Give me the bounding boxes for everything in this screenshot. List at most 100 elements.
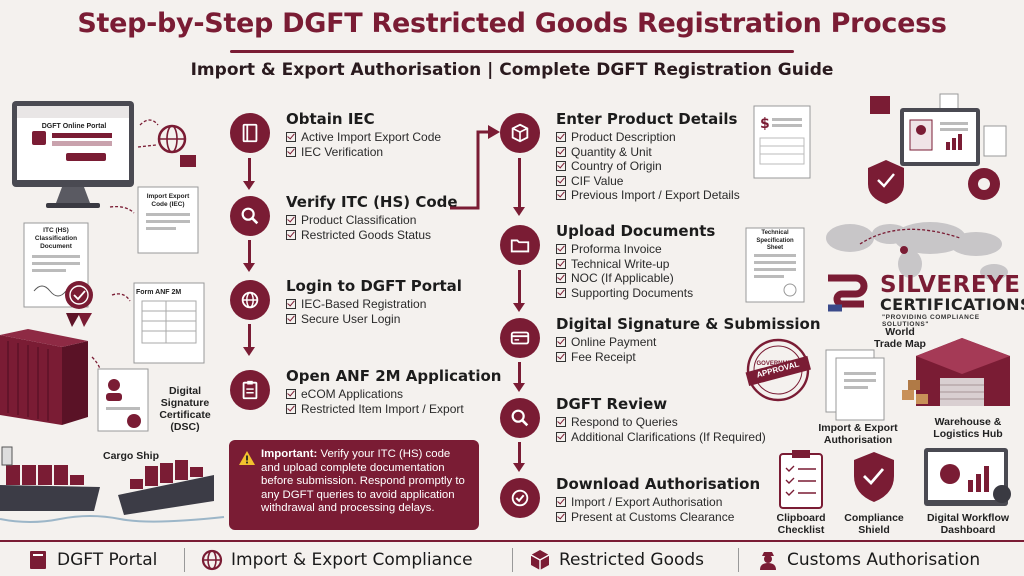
- cargo-ship-label: Cargo Ship: [102, 450, 159, 462]
- itc-doc-label: ITC (HS) Classification Document: [34, 227, 78, 250]
- step-title: DGFT Review: [556, 395, 668, 413]
- checkbox-icon: [556, 511, 566, 522]
- warning-icon: [239, 451, 255, 465]
- dashboard-label: Digital Workflow Dashboard: [926, 512, 1010, 536]
- step-item: IEC Verification: [286, 145, 526, 160]
- step-title: Obtain IEC: [286, 110, 375, 128]
- step-title: Open ANF 2M Application: [286, 367, 502, 385]
- footer-item-dgft-portal: DGFT Portal: [26, 548, 157, 572]
- step-item: Additional Clarifications (If Required): [556, 430, 796, 445]
- box-icon: [500, 113, 540, 153]
- checkbox-icon: [286, 132, 296, 143]
- arrow-down: [243, 158, 255, 190]
- checkbox-icon: [556, 337, 566, 348]
- footer-bar: DGFT Portal Import & Export Compliance R…: [0, 540, 1024, 576]
- step-item: NOC (If Applicable): [556, 271, 796, 286]
- portal-screen-label: DGFT Online Portal: [41, 123, 107, 130]
- note-label: Important:: [261, 448, 318, 460]
- step-item: Proforma Invoice: [556, 242, 796, 257]
- footer-item-customs: Customs Authorisation: [756, 548, 980, 572]
- logo-tagline: "PROVIDING COMPLIANCE SOLUTIONS": [882, 314, 980, 328]
- footer-item-compliance: Import & Export Compliance: [200, 548, 473, 572]
- checkbox-icon: [556, 146, 566, 157]
- magnifier-icon: [230, 196, 270, 236]
- left-illustrations: DGFT Online Portal Import Export Code (I…: [0, 95, 225, 535]
- magnifier-icon: [500, 398, 540, 438]
- clipboard-label: Clipboard Checklist: [776, 512, 826, 536]
- checkbox-icon: [556, 190, 566, 201]
- step-item: Active Import Export Code: [286, 130, 526, 145]
- step-item: Technical Write-up: [556, 257, 796, 272]
- checkbox-icon: [286, 299, 296, 310]
- checkbox-icon: [556, 417, 566, 428]
- box-icon: [530, 550, 550, 570]
- checkbox-icon: [556, 497, 566, 508]
- title-divider: [230, 50, 794, 53]
- step-item: CIF Value: [556, 174, 796, 189]
- step-title: Enter Product Details: [556, 110, 738, 128]
- step-item: Import / Export Authorisation: [556, 495, 796, 510]
- page-subtitle: Import & Export Authorisation | Complete…: [190, 60, 834, 80]
- step-item: Present at Customs Clearance: [556, 510, 796, 525]
- globe-icon: [201, 549, 223, 571]
- checkbox-icon: [286, 146, 296, 157]
- step-item: Fee Receipt: [556, 350, 796, 365]
- globe-icon: [230, 280, 270, 320]
- checkbox-icon: [286, 229, 296, 240]
- note-text: Verify your ITC (HS) code and upload com…: [261, 448, 465, 514]
- step-item: eCOM Applications: [286, 387, 526, 402]
- anf-doc-label: Form ANF 2M: [136, 289, 182, 296]
- footer-divider: [738, 548, 739, 572]
- dsc-label: Digital Signature Certificate (DSC): [159, 385, 211, 433]
- check-circle-icon: [500, 478, 540, 518]
- checkbox-icon: [556, 351, 566, 362]
- step-item: Secure User Login: [286, 312, 526, 327]
- step-item: Quantity & Unit: [556, 145, 796, 160]
- logo-sub: CERTIFICATIONS: [880, 295, 1024, 314]
- step-title: Upload Documents: [556, 222, 716, 240]
- footer-divider: [184, 548, 185, 572]
- arrow-down: [513, 362, 525, 392]
- step-item: Supporting Documents: [556, 286, 796, 301]
- folder-icon: [500, 225, 540, 265]
- step-item: Restricted Item Import / Export: [286, 402, 526, 417]
- right-illustration-art: $: [745, 93, 1011, 509]
- card-icon: [500, 318, 540, 358]
- arrow-down: [513, 158, 525, 216]
- clipboard-icon: [230, 370, 270, 410]
- step-title: Download Authorisation: [556, 475, 761, 493]
- dgft-portal-monitor-illustration: [0, 101, 225, 523]
- footer-divider: [512, 548, 513, 572]
- arrow-down: [243, 240, 255, 272]
- warehouse-label: Warehouse & Logistics Hub: [933, 416, 1003, 440]
- checkbox-icon: [286, 215, 296, 226]
- step-title: Digital Signature & Submission: [556, 315, 821, 333]
- checkbox-icon: [286, 313, 296, 324]
- step-item: Product Classification: [286, 213, 526, 228]
- checkbox-icon: [286, 403, 296, 414]
- checkbox-icon: [556, 431, 566, 442]
- step-item: Respond to Queries: [556, 415, 796, 430]
- iec-doc-label: Import Export Code (IEC): [146, 193, 190, 208]
- right-illustrations: $: [740, 88, 1024, 538]
- checkbox-icon: [556, 244, 566, 255]
- book-icon: [30, 551, 46, 569]
- step-item: Restricted Goods Status: [286, 228, 526, 243]
- connector-arrow: [450, 125, 500, 210]
- checkbox-icon: [556, 161, 566, 172]
- page-title: Step-by-Step DGFT Restricted Goods Regis…: [77, 8, 947, 39]
- world-map-label: World Trade Map: [874, 326, 926, 350]
- stamp-top-text: GOVERNMENT: [756, 361, 800, 367]
- checkbox-icon: [556, 273, 566, 284]
- checkbox-icon: [556, 132, 566, 143]
- step-item: IEC-Based Registration: [286, 297, 526, 312]
- book-icon: [230, 113, 270, 153]
- arrow-down: [513, 270, 525, 312]
- footer-item-restricted-goods: Restricted Goods: [528, 548, 704, 572]
- logo-name: SILVEREYE: [880, 272, 1021, 298]
- step-item: Country of Origin: [556, 159, 796, 174]
- arrow-down: [243, 324, 255, 356]
- step-item: Product Description: [556, 130, 796, 145]
- officer-icon: [760, 552, 776, 570]
- checkbox-icon: [556, 287, 566, 298]
